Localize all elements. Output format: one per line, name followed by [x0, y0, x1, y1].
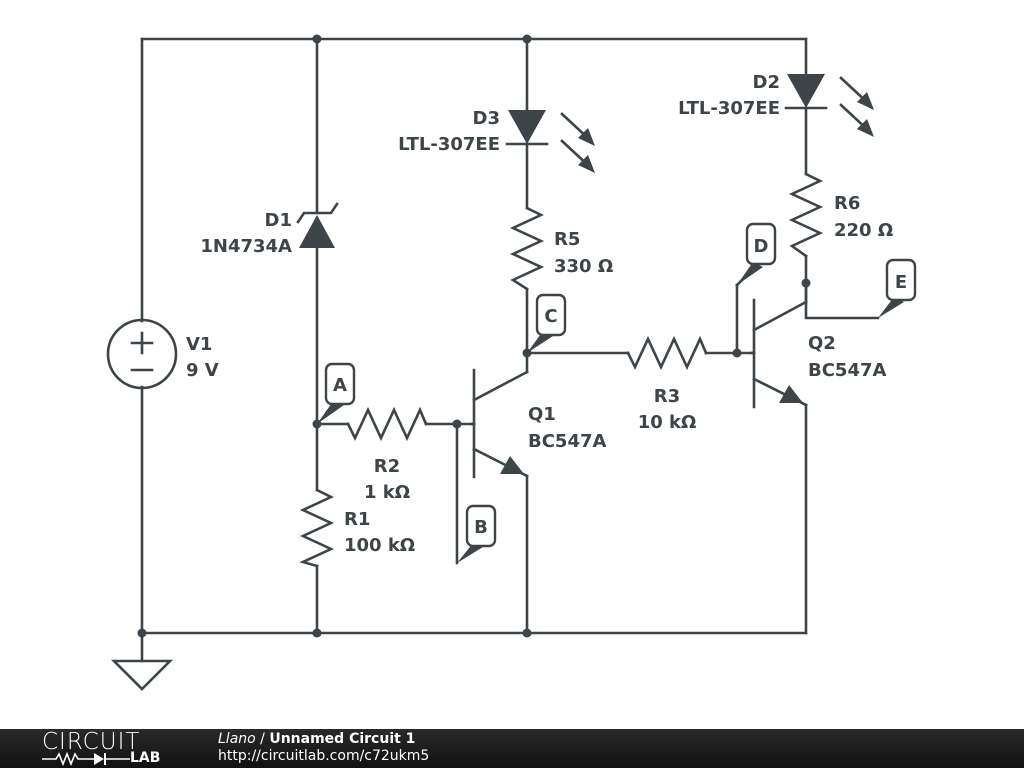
- led-icon: [508, 110, 546, 144]
- q1-ref-label: Q1: [528, 404, 556, 425]
- circuitlab-logo[interactable]: CIRCUIT LAB: [42, 731, 177, 767]
- probe-c[interactable]: C: [527, 293, 567, 353]
- r1-value-label: 100 kΩ: [344, 535, 415, 556]
- resistor-r3[interactable]: R3 10 kΩ: [626, 335, 708, 433]
- resistor-r1[interactable]: R1 100 kΩ: [299, 488, 415, 568]
- r3-value-label: 10 kΩ: [638, 412, 697, 433]
- r6-value-label: 220 Ω: [834, 220, 893, 241]
- resistor-diode-logo-icon: [42, 752, 130, 766]
- resistor-icon: [626, 335, 708, 371]
- d2-ref-label: D2: [753, 72, 780, 93]
- voltage-source-icon: [106, 318, 178, 390]
- led-icon: [787, 74, 825, 108]
- resistor-r6[interactable]: R6 220 Ω: [788, 172, 893, 258]
- npn-transistor-q1[interactable]: Q1 BC547A: [470, 368, 607, 479]
- d1-ref-label: D1: [265, 210, 292, 231]
- zener-diode-icon: [299, 215, 335, 248]
- circuit-url[interactable]: http://circuitlab.com/c72ukm5: [218, 748, 430, 764]
- resistor-r5[interactable]: R5 330 Ω: [509, 206, 613, 291]
- q2-value-label: BC547A: [808, 360, 887, 381]
- resistor-icon: [299, 488, 335, 568]
- r2-ref-label: R2: [374, 456, 400, 477]
- r6-ref-label: R6: [834, 193, 860, 214]
- d1-value-label: 1N4734A: [200, 236, 292, 257]
- resistor-icon: [788, 172, 824, 258]
- r2-value-label: 1 kΩ: [364, 482, 410, 503]
- r1-ref-label: R1: [344, 509, 370, 530]
- probe-b[interactable]: B: [457, 504, 497, 563]
- circuit-title: Unnamed Circuit 1: [269, 731, 416, 747]
- logo-circuit-text: CIRCUIT: [42, 729, 141, 755]
- wires: [140, 37, 880, 663]
- probe-e[interactable]: E: [878, 258, 917, 318]
- logo-lab-text: LAB: [130, 750, 161, 766]
- d3-value-label: LTL-307EE: [398, 134, 500, 155]
- probe-a-label: A: [333, 375, 347, 396]
- resistor-icon: [346, 406, 428, 442]
- footer-bar: CIRCUIT LAB Llano / Unnamed Circuit 1 ht…: [0, 729, 1024, 768]
- voltage-source-v1[interactable]: V1 9 V: [106, 318, 219, 390]
- d2-value-label: LTL-307EE: [678, 98, 780, 119]
- led-d3[interactable]: D3 LTL-307EE: [398, 108, 595, 173]
- light-emission-icon: [560, 112, 595, 173]
- v1-value-label: 9 V: [186, 360, 219, 381]
- zener-diode-d1[interactable]: D1 1N4734A: [200, 202, 339, 257]
- npn-transistor-q2[interactable]: Q2 BC547A: [750, 298, 887, 409]
- light-emission-icon: [839, 76, 874, 137]
- v1-ref-label: V1: [186, 334, 212, 355]
- q2-ref-label: Q2: [808, 333, 836, 354]
- resistor-r2[interactable]: R2 1 kΩ: [346, 406, 428, 503]
- author-link[interactable]: Llano: [218, 731, 256, 747]
- r5-value-label: 330 Ω: [554, 256, 613, 277]
- probe-d-label: D: [754, 236, 769, 257]
- q1-value-label: BC547A: [528, 431, 607, 452]
- d3-ref-label: D3: [473, 108, 500, 129]
- resistor-icon: [509, 206, 545, 291]
- probe-d[interactable]: D: [735, 222, 777, 287]
- path-separator: /: [255, 731, 270, 747]
- circuit-info: Llano / Unnamed Circuit 1 http://circuit…: [218, 731, 429, 765]
- schematic-canvas[interactable]: V1 9 V D1 1N4734A D3 LTL-307EE D2 LT: [0, 0, 1024, 729]
- ground-icon: [110, 659, 174, 691]
- r5-ref-label: R5: [554, 229, 580, 250]
- ground-symbol[interactable]: [110, 659, 174, 691]
- probe-e-label: E: [895, 272, 907, 293]
- probe-c-label: C: [544, 306, 557, 327]
- probe-b-label: B: [474, 517, 488, 538]
- led-d2[interactable]: D2 LTL-307EE: [678, 72, 874, 137]
- r3-ref-label: R3: [654, 386, 680, 407]
- probe-a[interactable]: A: [317, 362, 356, 424]
